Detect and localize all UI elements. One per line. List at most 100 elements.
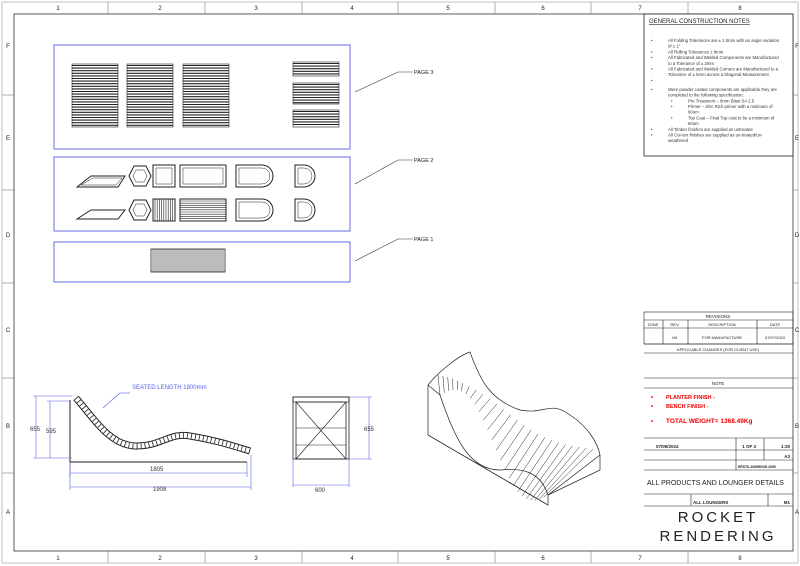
sheet-value: 1 OF 3	[742, 444, 756, 449]
grid-column-label: 3	[254, 6, 258, 12]
grid-row-label: B	[6, 424, 10, 430]
page-3-callout: PAGE 3	[414, 70, 433, 76]
grid-column-label: 1	[56, 556, 60, 562]
drawing-ref-value: RRSTD-1085HHOE-2085	[738, 465, 776, 469]
page-3-view	[53, 44, 351, 150]
grid-row-label: F	[795, 44, 799, 50]
grid-column-label: 8	[738, 556, 742, 562]
note-line: Pre Treatment – 6mm Blast SA 2.5	[688, 98, 755, 103]
revision-cell: M1	[672, 335, 678, 340]
dim-inner-length: 1805	[150, 467, 164, 473]
grid-row-label: D	[795, 233, 800, 239]
grid-column-label: 5	[446, 6, 450, 12]
grid-row-label: E	[795, 136, 799, 142]
revision-cell: FOR MANUFACTURE	[702, 335, 742, 340]
rocket-rendering-logo: ROCKET RENDERING	[659, 509, 776, 545]
grid-column-label: 6	[541, 556, 545, 562]
page-2-view	[53, 156, 351, 232]
grid-row-label: D	[6, 233, 11, 239]
dim-overall-length: 1908	[153, 487, 167, 493]
dim-width: 600	[315, 488, 326, 494]
note-bullet: •	[651, 49, 653, 54]
approvals-title: APPLICABLE CHANGES (FOR CLIENT USE)	[677, 347, 760, 352]
note-bullet: •	[651, 127, 653, 132]
svg-text:•: •	[651, 404, 653, 410]
page-1-view	[53, 241, 351, 283]
note-line: Tolerance of ± 5mm across a Diagonal Mea…	[668, 72, 770, 77]
note-line: 60um	[688, 110, 699, 115]
seated-length-callout: SEATED LENGTH 1800mm	[132, 385, 207, 391]
note-bullet: •	[651, 87, 653, 92]
grid-column-label: 5	[446, 556, 450, 562]
sheet-size-value: A3	[784, 454, 790, 459]
lounger-side-view: SEATED LENGTH 1800mm 655 595 1805 1908	[30, 385, 252, 493]
note-bullet: •	[671, 104, 673, 109]
grid-column-label: 6	[541, 6, 545, 12]
grid-column-label: 7	[638, 6, 642, 12]
note-line: to a Tolerance of ± 3mm	[668, 61, 714, 66]
note-line: All Rolling Tolerances ± 8mm	[668, 49, 724, 54]
grid-row-label: C	[6, 328, 11, 334]
revision-value: M1	[784, 500, 791, 505]
drawing-title: ALL PRODUCTS AND LOUNGER DETAILS	[647, 480, 784, 487]
general-notes-panel: GENERAL CONSTRUCTION NOTES •All Folding …	[643, 13, 794, 157]
total-weight: TOTAL WEIGHT= 1368.49Kg	[666, 418, 753, 425]
grid-row-label: A	[6, 510, 10, 516]
grid-column-label: 4	[350, 556, 354, 562]
grid-column-label: 2	[158, 6, 162, 12]
page-2-callout: PAGE 2	[414, 158, 433, 164]
note-box-items: • PLANTER FINISH - • BENCH FINISH - • TO…	[651, 395, 753, 425]
scale-value: 1:30	[781, 444, 791, 449]
note-line: 60um	[688, 121, 699, 126]
revisions-table	[643, 311, 794, 507]
dim-end-height: 655	[364, 427, 375, 433]
note-bullet: •	[651, 133, 653, 138]
note-bullet: •	[671, 98, 673, 103]
revision-header: REV.	[671, 322, 680, 327]
note-line: All Folding Tolerances are ± 1.0mm with …	[668, 38, 780, 43]
revisions-title: REVISIONS	[706, 314, 731, 319]
note-line: Primer – Zinc Rich primer with a minimum…	[688, 104, 773, 109]
inner-border	[13, 13, 794, 552]
title-block: 07/09/2024 1 OF 3 1:30 A3 RRSTD-1085HHOE…	[647, 444, 790, 545]
dim-overall-height: 655	[30, 427, 41, 433]
revision-header: DATE	[770, 322, 781, 327]
grid-row-label: A	[795, 510, 799, 516]
grid-row-label: F	[6, 44, 10, 50]
note-bullet: •	[651, 38, 653, 43]
grid-row-label: E	[6, 136, 10, 142]
svg-text:•: •	[651, 419, 653, 425]
note-line: All Fabricated and Welded Components are…	[668, 55, 779, 60]
svg-text:ROCKET: ROCKET	[678, 509, 759, 526]
note-line: Were powder coated components are applic…	[668, 87, 777, 92]
note-bullet: •	[651, 67, 653, 72]
note-line: completed to the following specification…	[668, 93, 744, 98]
note-line: All Timber finishes are supplied as untr…	[668, 127, 753, 132]
dim-seat-height: 595	[46, 429, 57, 435]
note-line: All Cor-ten finishes are supplied as un-…	[668, 133, 763, 138]
lounger-isometric-view	[427, 351, 601, 506]
grid-column-label: 4	[350, 6, 354, 12]
grid-column-label: 7	[638, 556, 642, 562]
planter-finish: PLANTER FINISH -	[666, 395, 715, 401]
revision-header: ZONE	[647, 322, 658, 327]
note-line: weathered	[668, 138, 689, 143]
svg-text:RENDERING: RENDERING	[659, 528, 776, 545]
note-box-title: NOTE	[712, 381, 725, 386]
grid-column-label: 8	[738, 6, 742, 12]
grid-row-label: C	[795, 328, 800, 334]
grid-column-label: 2	[158, 556, 162, 562]
lounger-end-view	[292, 396, 372, 487]
note-line: Top Coat – Final Top coat to be a minimu…	[688, 115, 775, 120]
note-bullet: •	[671, 115, 673, 120]
revision-cell: 07/07/2024	[765, 335, 786, 340]
revision-header: DESCRIPTION	[708, 322, 735, 327]
page-1-callout: PAGE 1	[414, 237, 433, 243]
bench-finish: BENCH FINISH -	[666, 404, 709, 410]
grid-column-label: 3	[254, 556, 258, 562]
svg-text:•: •	[651, 395, 653, 401]
grid-row-label: B	[795, 424, 799, 430]
